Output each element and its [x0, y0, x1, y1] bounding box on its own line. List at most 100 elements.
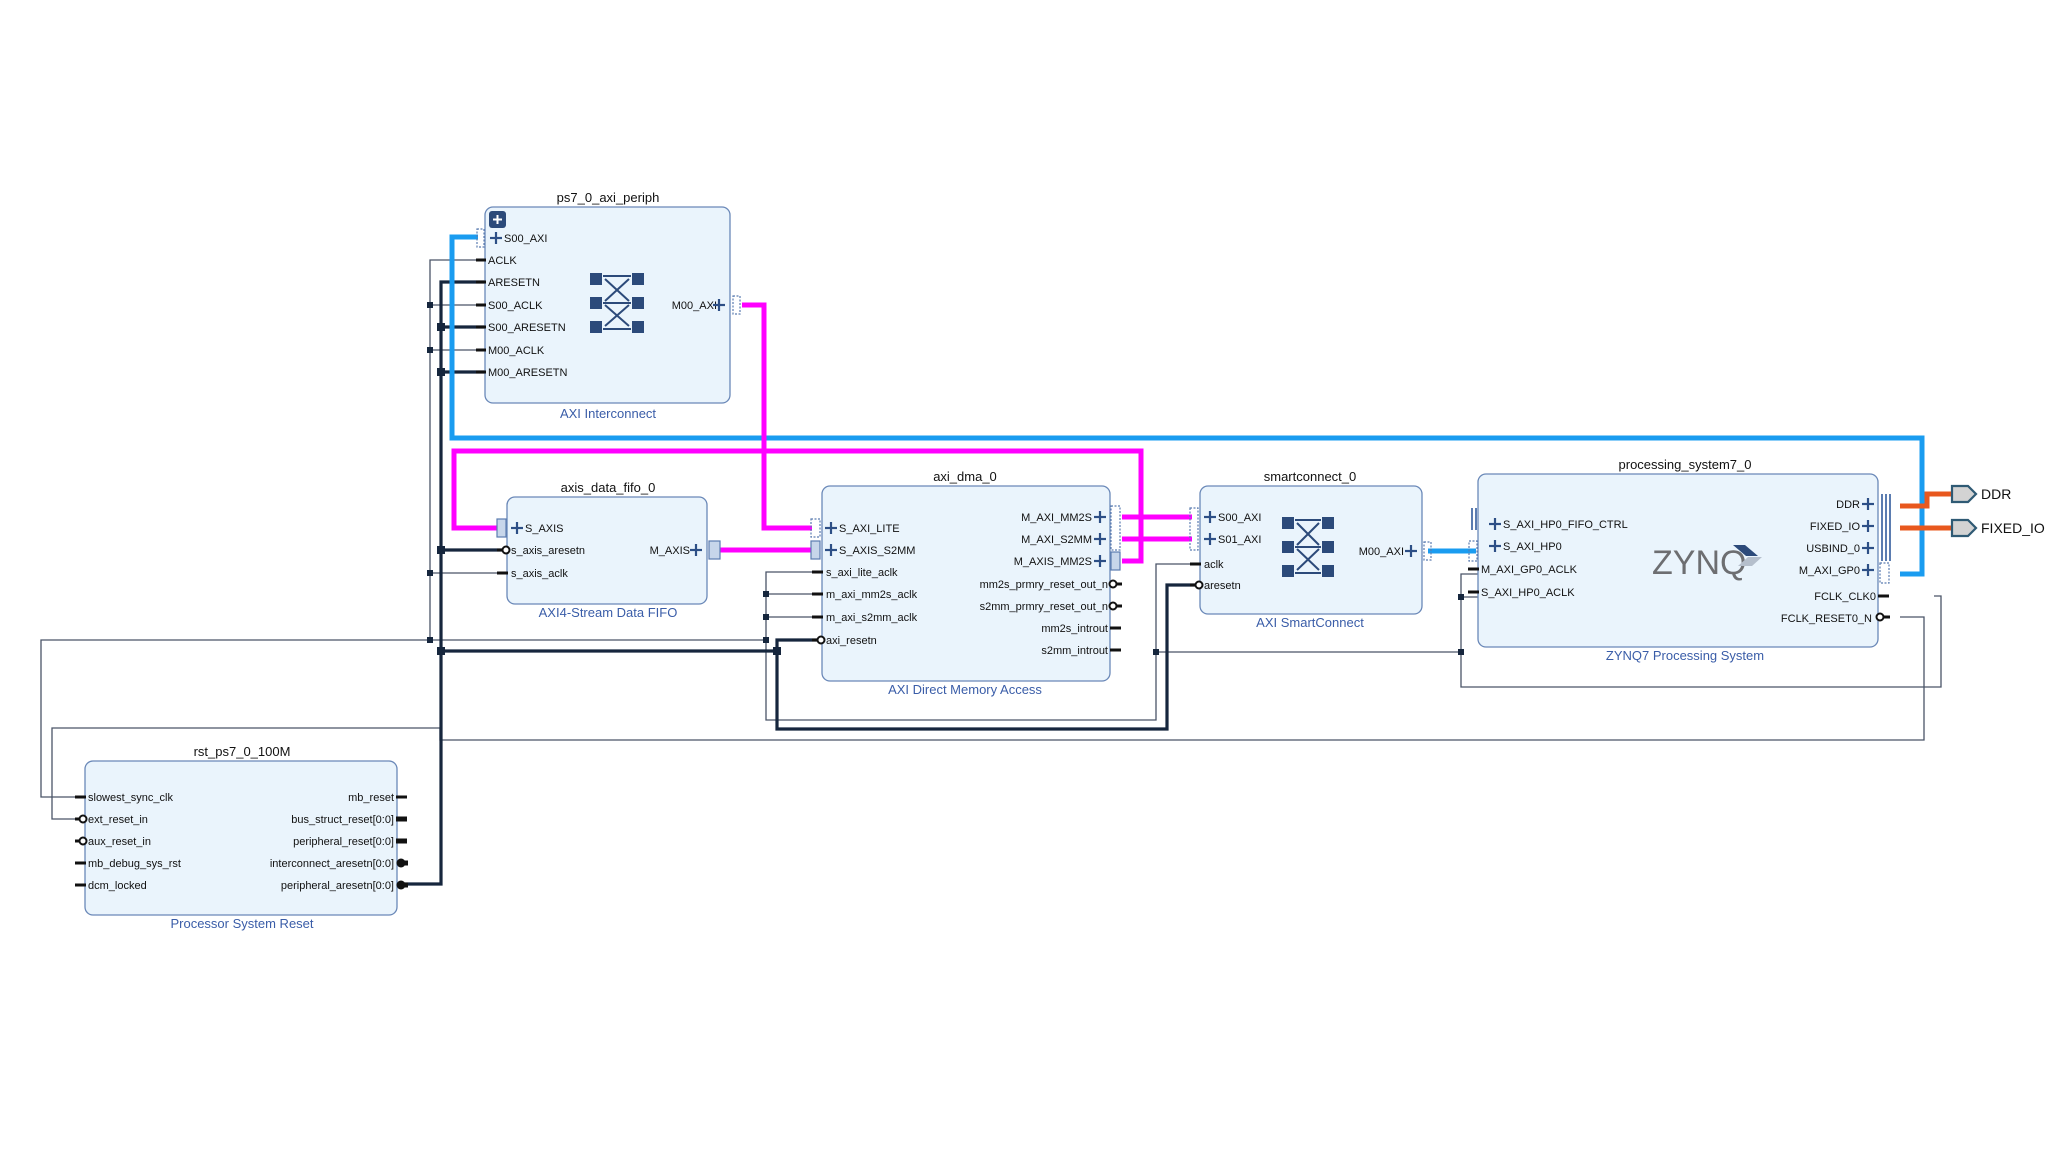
pin-label: M00_AXI: [672, 300, 717, 312]
external-port-fixed-io[interactable]: FIXED_IO: [1950, 518, 2045, 538]
block-ip-name: AXI Interconnect: [560, 406, 656, 421]
external-port-ddr[interactable]: DDR: [1950, 484, 2011, 504]
junction-dot: [773, 647, 781, 655]
ddr-bus[interactable]: [1900, 491, 1952, 509]
bus-plus-icon: [1094, 511, 1106, 523]
external-port-label: DDR: [1981, 486, 2011, 502]
bus-plus-icon: [825, 522, 837, 534]
pin-label: M_AXI_GP0_ACLK: [1481, 564, 1578, 576]
bus-plus-icon: [1094, 555, 1106, 567]
bus-plus-icon: [713, 299, 725, 311]
junction-dot: [437, 323, 445, 331]
block-axi-dma[interactable]: axi_dma_0 S_AXI_LITE S_AXIS_S2MM s_axi_l…: [810, 469, 1122, 697]
bus-plus-icon: [1489, 518, 1501, 530]
bus-connector-icon[interactable]: [810, 540, 821, 560]
pin-label: M_AXI_GP0: [1799, 565, 1860, 577]
active-low-icon: [816, 635, 826, 645]
block-instance-name: smartconnect_0: [1264, 469, 1357, 484]
bus-connector-icon[interactable]: [1881, 494, 1891, 561]
block-instance-name: rst_ps7_0_100M: [194, 744, 291, 759]
peripheral-aresetn-net[interactable]: [404, 280, 1198, 886]
bus-plus-icon: [1405, 545, 1417, 557]
bus-connector-icon[interactable]: [1110, 505, 1121, 551]
bus-plus-icon: [1094, 533, 1106, 545]
pin-label: FCLK_RESET0_N: [1781, 613, 1872, 625]
bus-connector-icon[interactable]: [810, 518, 821, 538]
pin-label: S00_ARESETN: [488, 322, 566, 334]
bus-connector-icon[interactable]: [476, 228, 485, 248]
bus-plus-icon: [1862, 564, 1874, 576]
block-instance-name: axi_dma_0: [933, 469, 997, 484]
junction-dot: [1458, 649, 1464, 655]
block-ip-name: ZYNQ7 Processing System: [1606, 648, 1764, 663]
block-instance-name: axis_data_fifo_0: [561, 480, 656, 495]
active-low-icon: [78, 836, 88, 846]
active-low-icon: [1194, 580, 1204, 590]
block-ip-name: AXI SmartConnect: [1256, 615, 1364, 630]
junction-dot: [437, 647, 445, 655]
pin-label: S00_AXI: [504, 233, 547, 245]
junction-dot: [427, 302, 433, 308]
pin-label: slowest_sync_clk: [88, 792, 173, 804]
active-low-icon: [78, 814, 88, 824]
pin-label: USBIND_0: [1806, 543, 1860, 555]
junction-dot: [1153, 649, 1159, 655]
pin-label: M_AXIS: [650, 545, 690, 557]
block-axi-periph[interactable]: ps7_0_axi_periph S00_AXI ACLK ARESETN S0…: [476, 190, 741, 421]
block-axis-data-fifo[interactable]: axis_data_fifo_0 S_AXIS s_axis_aresetn s…: [496, 480, 721, 620]
crossbar-icon: [1282, 517, 1334, 577]
pin-label: S_AXIS_S2MM: [839, 545, 915, 557]
block-smartconnect[interactable]: smartconnect_0 S00_AXI S01_AXI aclk ares…: [1189, 469, 1432, 630]
bus-connector-icon[interactable]: [732, 295, 741, 315]
pin-label: mm2s_prmry_reset_out_n: [980, 579, 1108, 591]
junction-dot: [1458, 594, 1464, 600]
pin-label: S00_ACLK: [488, 300, 543, 312]
pin-label: dcm_locked: [88, 880, 147, 892]
pin-label: s_axis_aresetn: [511, 545, 585, 557]
pin-label: M_AXI_S2MM: [1021, 534, 1092, 546]
pin-label: S_AXI_LITE: [839, 523, 900, 535]
pin-label: aresetn: [1204, 580, 1241, 592]
pin-label: FCLK_CLK0: [1814, 591, 1876, 603]
clock-net[interactable]: [40, 259, 1942, 798]
block-processor-system-reset[interactable]: rst_ps7_0_100M slowest_sync_clk ext_rese…: [75, 744, 408, 931]
bus-connector-icon[interactable]: [1471, 508, 1477, 530]
pin-label: S01_AXI: [1218, 534, 1261, 546]
bus-connector-icon[interactable]: [1879, 562, 1890, 584]
pin-label: ext_reset_in: [88, 814, 148, 826]
pin-label: S_AXIS: [525, 523, 564, 535]
dma-to-fifo-stream[interactable]: [451, 448, 1144, 564]
svg-text:ZYNQ: ZYNQ: [1652, 544, 1746, 582]
axi-lite-bus[interactable]: [742, 302, 812, 531]
external-port-icon: [1950, 484, 1978, 504]
bus-connector-icon[interactable]: [1110, 551, 1121, 571]
pin-label: FIXED_IO: [1810, 521, 1861, 533]
pin-label: s2mm_prmry_reset_out_n: [980, 601, 1108, 613]
block-instance-name: ps7_0_axi_periph: [557, 190, 660, 205]
axi-gp0-bus[interactable]: [449, 234, 1925, 577]
pin-label: S00_AXI: [1218, 512, 1261, 524]
pin-label: s2mm_introut: [1041, 645, 1108, 657]
bus-plus-icon: [1862, 520, 1874, 532]
expand-button[interactable]: [489, 211, 506, 228]
junction-dot: [763, 637, 769, 643]
bus-connector-icon[interactable]: [708, 540, 721, 560]
pin-label: s_axi_lite_aclk: [826, 567, 898, 579]
nets: [40, 234, 1952, 886]
bus-connector-icon[interactable]: [496, 518, 507, 538]
external-port-label: FIXED_IO: [1981, 520, 2045, 536]
bus-connector-icon[interactable]: [1423, 541, 1432, 561]
pin-label: aclk: [1204, 559, 1224, 571]
bus-connector-icon[interactable]: [1189, 507, 1199, 551]
bus-plus-icon: [1862, 542, 1874, 554]
active-low-icon: [1875, 612, 1885, 622]
bus-connector-icon[interactable]: [1468, 540, 1478, 562]
pin-label: M00_AXI: [1359, 546, 1404, 558]
block-processing-system7[interactable]: processing_system7_0 S_AXI_HP0_FIFO_CTRL…: [1468, 457, 1891, 663]
junction-dot: [763, 614, 769, 620]
zynq-logo: ZYNQ: [1652, 544, 1762, 582]
pin-label: M_AXIS_MM2S: [1014, 556, 1092, 568]
bus-plus-icon: [511, 522, 523, 534]
block-ip-name: AXI Direct Memory Access: [888, 682, 1042, 697]
